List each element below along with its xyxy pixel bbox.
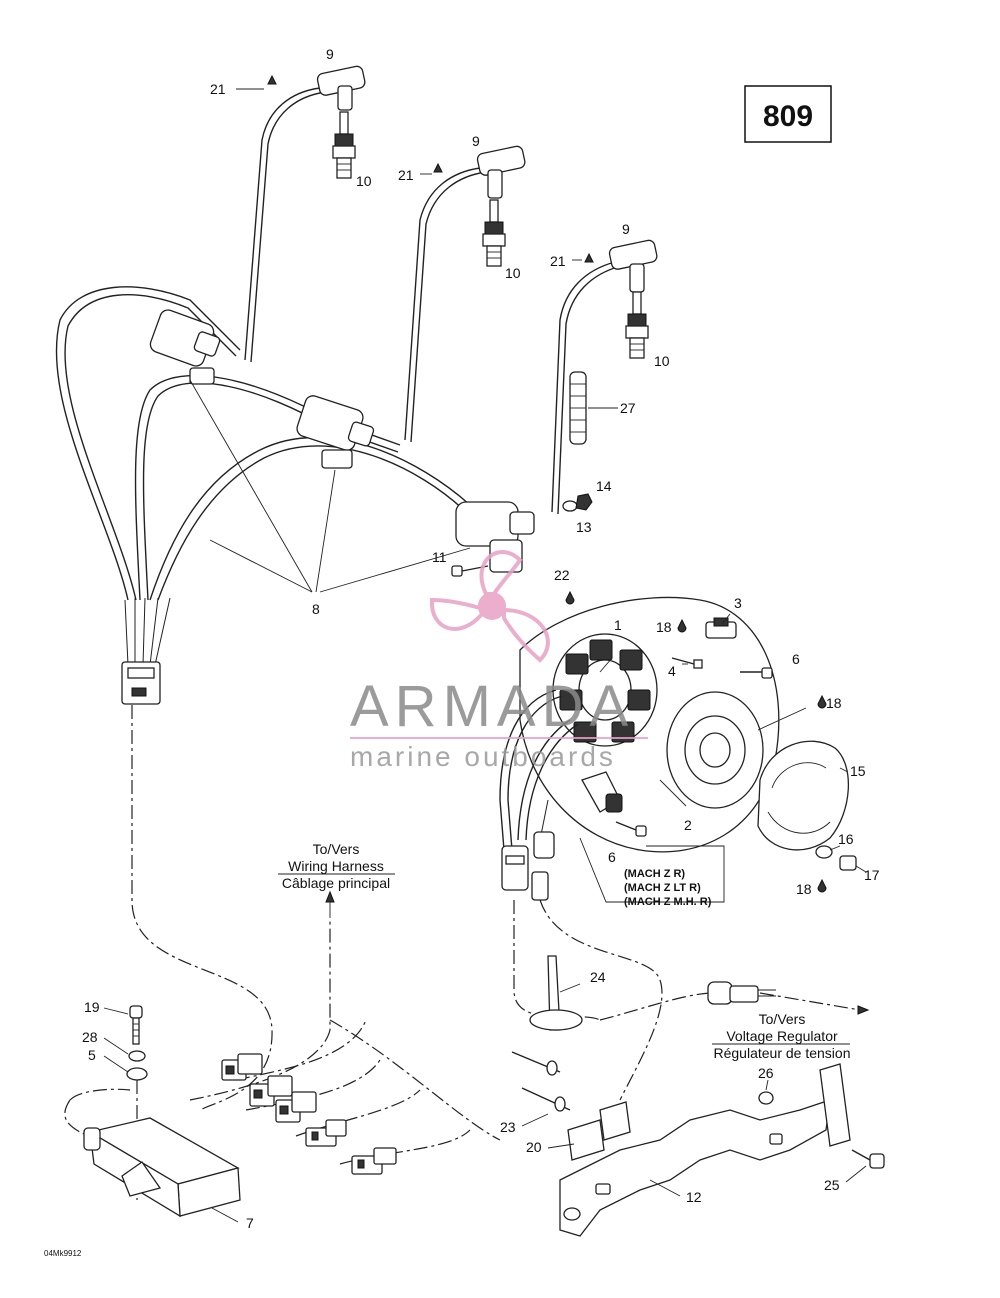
spark-plug-wire-2 <box>404 145 526 443</box>
callout-14: 14 <box>596 478 612 494</box>
callout-10: 10 <box>505 265 521 281</box>
svg-text:To/Vers: To/Vers <box>313 841 360 857</box>
stator-connectors <box>501 831 555 901</box>
callout-1: 1 <box>614 617 622 633</box>
ignition-coil-3 <box>455 501 535 573</box>
bolt-and-washer-16-17 <box>815 845 857 871</box>
svg-text:(MACH Z R): (MACH Z R) <box>624 868 685 880</box>
callout-11: 11 <box>432 549 447 565</box>
callout-26: 26 <box>758 1065 774 1081</box>
callout-18: 18 <box>656 619 672 635</box>
callout-5: 5 <box>88 1047 96 1063</box>
ignition-coil-2 <box>296 395 375 469</box>
callout-7: 7 <box>246 1215 254 1231</box>
svg-text:(MACH Z M.H. R): (MACH Z M.H. R) <box>624 896 712 908</box>
callout-9: 9 <box>326 46 334 62</box>
callout-13: 13 <box>576 519 592 535</box>
regulator-plug <box>707 981 776 1005</box>
callout-8: 8 <box>312 601 320 617</box>
callout-15: 15 <box>850 763 866 779</box>
propeller-logo-icon <box>429 550 550 663</box>
spark-plug-1 <box>332 111 356 179</box>
note-models: (MACH Z R) (MACH Z LT R) (MACH Z M.H. R) <box>624 868 712 908</box>
spark-plug-wire-3 <box>551 239 658 515</box>
mounting-bracket <box>559 1063 851 1237</box>
nut-26 <box>758 1091 774 1105</box>
washers-28-5 <box>126 1050 148 1081</box>
spark-plug-3 <box>625 291 649 359</box>
callout-3: 3 <box>734 595 742 611</box>
harness-connectors <box>221 1053 397 1175</box>
callout-23: 23 <box>500 1119 516 1135</box>
sensor-3 <box>705 617 737 639</box>
drawing-code: 04Mk9912 <box>44 1249 82 1258</box>
arrow-voltage-regulator <box>857 1005 870 1015</box>
callout-numbers: 9 21 10 9 21 10 9 21 10 27 14 13 11 22 8… <box>82 46 880 1231</box>
callout-10: 10 <box>356 173 372 189</box>
callout-leaders <box>103 88 867 1223</box>
model-bracket <box>579 837 725 903</box>
page-number-box: 809 <box>744 85 832 143</box>
watermark-brand: ARMADA <box>350 674 634 739</box>
svg-text:Câblage principal: Câblage principal <box>282 875 390 891</box>
protective-sleeve <box>569 371 587 445</box>
callout-28: 28 <box>82 1029 98 1045</box>
callout-18: 18 <box>796 881 812 897</box>
wire-tag-icons <box>267 74 594 263</box>
rewind-cover <box>757 740 850 851</box>
svg-text:Régulateur de tension: Régulateur de tension <box>714 1045 851 1061</box>
callout-21: 21 <box>550 253 566 269</box>
stator-leads <box>499 689 579 851</box>
screw-25 <box>851 1149 885 1169</box>
callout-20: 20 <box>526 1139 542 1155</box>
callout-19: 19 <box>84 999 100 1015</box>
callout-24: 24 <box>590 969 606 985</box>
callout-22: 22 <box>554 567 570 583</box>
callout-6: 6 <box>792 651 800 667</box>
armada-watermark: ARMADA marine outboards <box>350 550 648 772</box>
ignition-harness <box>55 286 471 666</box>
callout-21: 21 <box>210 81 226 97</box>
callout-12: 12 <box>686 1189 702 1205</box>
screws-6 <box>615 667 773 837</box>
callout-16: 16 <box>838 831 854 847</box>
svg-text:To/Vers: To/Vers <box>759 1011 806 1027</box>
callout-25: 25 <box>824 1177 840 1193</box>
svg-text:Wiring Harness: Wiring Harness <box>288 858 384 874</box>
note-wiring-harness: To/Vers Wiring Harness Câblage principal <box>278 841 395 891</box>
nut-and-washer <box>562 493 593 512</box>
trigger-coil-bracket <box>581 771 623 813</box>
small-screw-4 <box>671 657 703 669</box>
callout-17: 17 <box>864 867 880 883</box>
callout-4: 4 <box>668 663 676 679</box>
note-voltage-regulator: To/Vers Voltage Regulator Régulateur de … <box>712 1011 851 1061</box>
coil-leader-lines <box>189 379 471 593</box>
svg-text:(MACH Z LT R): (MACH Z LT R) <box>624 882 701 894</box>
arrow-wiring-harness <box>325 890 335 918</box>
svg-text:Voltage Regulator: Voltage Regulator <box>726 1028 838 1044</box>
ignition-coil-1 <box>149 309 221 385</box>
callout-9: 9 <box>472 133 480 149</box>
callout-6: 6 <box>608 849 616 865</box>
cdi-module <box>83 1117 241 1218</box>
callout-9: 9 <box>622 221 630 237</box>
watermark-tagline: marine outboards <box>350 741 616 772</box>
page-number: 809 <box>763 100 813 133</box>
callout-2: 2 <box>684 817 692 833</box>
main-connector <box>121 661 161 705</box>
rivets-23 <box>511 1051 571 1112</box>
bracket-20 <box>567 1101 631 1161</box>
bolt-19 <box>129 1005 143 1045</box>
callout-21: 21 <box>398 167 414 183</box>
callout-18: 18 <box>826 695 842 711</box>
spark-plug-2 <box>482 199 506 267</box>
cable-tie <box>529 955 583 1031</box>
fastener-drops <box>565 590 827 893</box>
callout-10: 10 <box>654 353 670 369</box>
callout-27: 27 <box>620 400 636 416</box>
spark-plug-wire-1 <box>244 65 366 363</box>
